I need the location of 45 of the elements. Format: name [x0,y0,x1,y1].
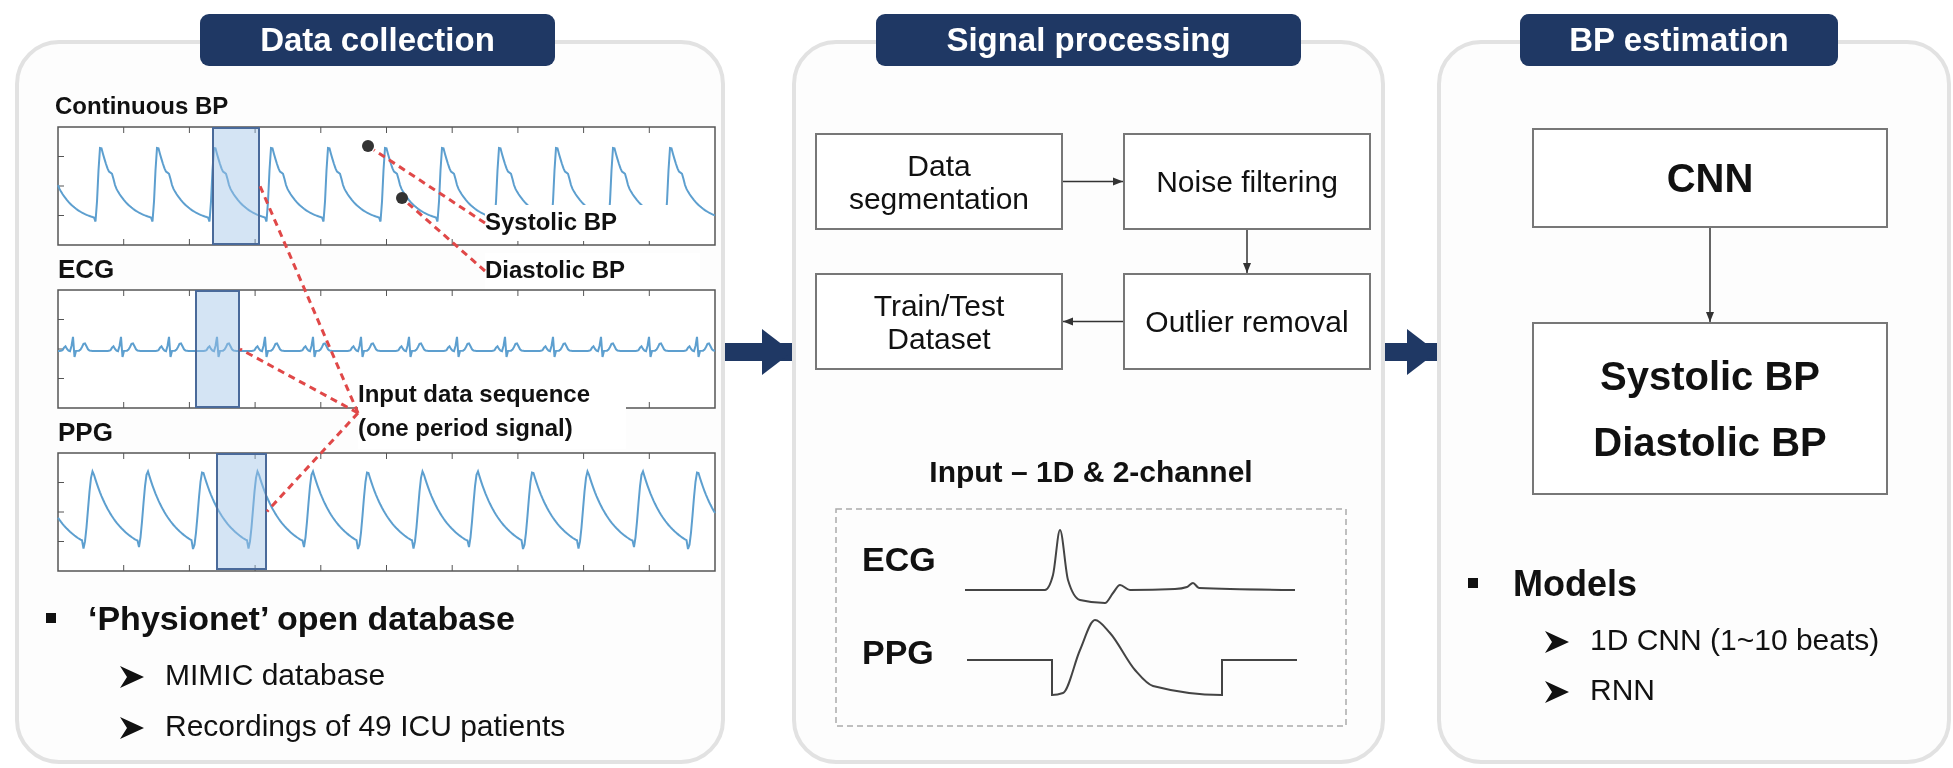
stage-title-banner: Signal processing [876,14,1301,66]
stage-panel [15,14,725,764]
process-box [1123,133,1371,230]
plot-title: PPG [58,417,113,449]
process-box [815,273,1063,370]
process-box [1532,322,1888,495]
highlighted-segment [216,453,267,570]
flow-arrow [725,329,792,375]
highlighted-segment [195,290,240,408]
signal-label: ECG [862,540,936,579]
bullet-text: MIMIC database [165,657,386,693]
bullet-text: ‘Physionet’ open database [88,598,515,639]
leader-line [239,347,359,415]
bullet-text: Models [1513,562,1637,606]
stage-panel [792,14,1385,764]
process-box [1532,128,1888,228]
stage-title-banner: Data collection [200,14,555,66]
leader-line [265,412,360,513]
process-box [1123,273,1371,370]
leader-line [407,202,486,273]
box-text: Data segmentation [847,148,1031,215]
arrow [1243,229,1251,274]
stage-title-banner: BP estimation [1520,14,1838,66]
box-text: CNN [1665,156,1755,200]
plot-title: ECG [58,254,115,286]
highlighted-segment [212,127,260,245]
signal-label: PPG [862,633,934,672]
plot-title: Continuous BP [55,92,229,121]
stage-panel [1437,14,1951,764]
leader-line [258,185,360,414]
box-heading: Input – 1D & 2-channel [928,455,1254,489]
bullet-text: Recordings of 49 ICU patients [165,708,566,744]
process-box [815,133,1063,230]
box-text: Systolic BP [1598,353,1822,398]
box-text: Noise filtering [1155,165,1339,198]
flow-arrow [1385,329,1437,375]
box-text: Diastolic BP [1592,419,1828,464]
arrow [1062,177,1124,186]
box-text: Train/Test Dataset [872,288,1006,355]
bullet-text: 1D CNN (1~10 beats) [1590,622,1880,658]
box-text: Outlier removal [1144,305,1350,338]
arrow [1706,227,1714,323]
leader-line [373,148,486,225]
arrow [1062,317,1124,326]
bullet-text: RNN [1590,672,1655,708]
